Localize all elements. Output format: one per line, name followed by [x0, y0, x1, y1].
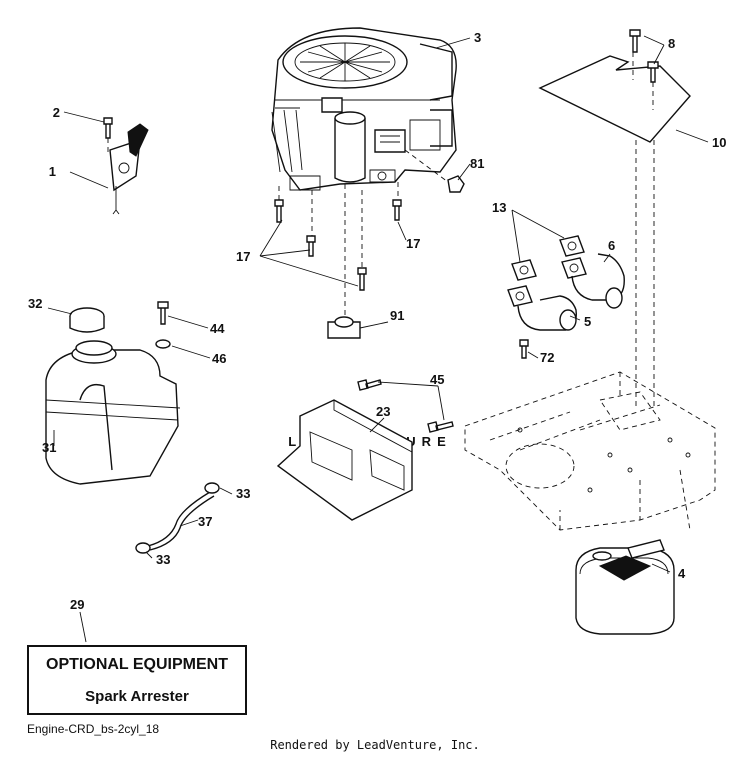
part-callouts: 1 2 3 4 5 6 8 10 13 17 17 23 29 31 32 33…: [28, 30, 726, 612]
engine-bolts: [274, 182, 402, 320]
footer-credit: Rendered by LeadVenture, Inc.: [270, 738, 480, 752]
callout-32: 32: [28, 296, 42, 311]
engine-assembly: [271, 27, 457, 191]
throttle-control: [103, 117, 149, 215]
callout-91: 91: [390, 308, 404, 323]
callout-4: 4: [678, 566, 686, 581]
callout-33-upper: 33: [236, 486, 250, 501]
engine-bracket: [276, 379, 454, 521]
callout-2: 2: [53, 105, 60, 120]
callout-29: 29: [70, 597, 84, 612]
callout-44: 44: [210, 321, 225, 336]
callout-31: 31: [42, 440, 56, 455]
callout-72: 72: [540, 350, 554, 365]
callout-37: 37: [198, 514, 212, 529]
fuel-tank: [45, 307, 181, 485]
callout-8: 8: [668, 36, 675, 51]
fuel-line: [135, 482, 220, 554]
optional-equipment-subtitle: Spark Arrester: [85, 688, 189, 705]
callout-1: 1: [49, 164, 56, 179]
callout-45: 45: [430, 372, 444, 387]
exhaust-pipes-and-gaskets: [507, 235, 625, 359]
tank-hardware: [155, 301, 171, 349]
muffler: [575, 539, 675, 635]
diagram-code-label: Engine-CRD_bs-2cyl_18: [27, 722, 160, 736]
optional-equipment-title: OPTIONAL EQUIPMENT: [46, 656, 228, 673]
callout-5: 5: [584, 314, 591, 329]
callout-17-right: 17: [406, 236, 420, 251]
callout-10: 10: [712, 135, 726, 150]
callout-81: 81: [470, 156, 484, 171]
optional-equipment-box: OPTIONAL EQUIPMENT Spark Arrester: [27, 645, 247, 715]
callout-46: 46: [212, 351, 226, 366]
callout-leader-lines: [47, 35, 709, 643]
callout-17-left: 17: [236, 249, 250, 264]
tractor-frame: [464, 371, 716, 531]
callout-3: 3: [474, 30, 481, 45]
nut-81: [404, 149, 465, 193]
callout-6: 6: [608, 238, 615, 253]
callout-13: 13: [492, 200, 506, 215]
callout-23: 23: [376, 404, 390, 419]
heat-shield-plate: [538, 29, 691, 410]
callout-33-lower: 33: [156, 552, 170, 567]
fitting-91: [327, 316, 361, 339]
